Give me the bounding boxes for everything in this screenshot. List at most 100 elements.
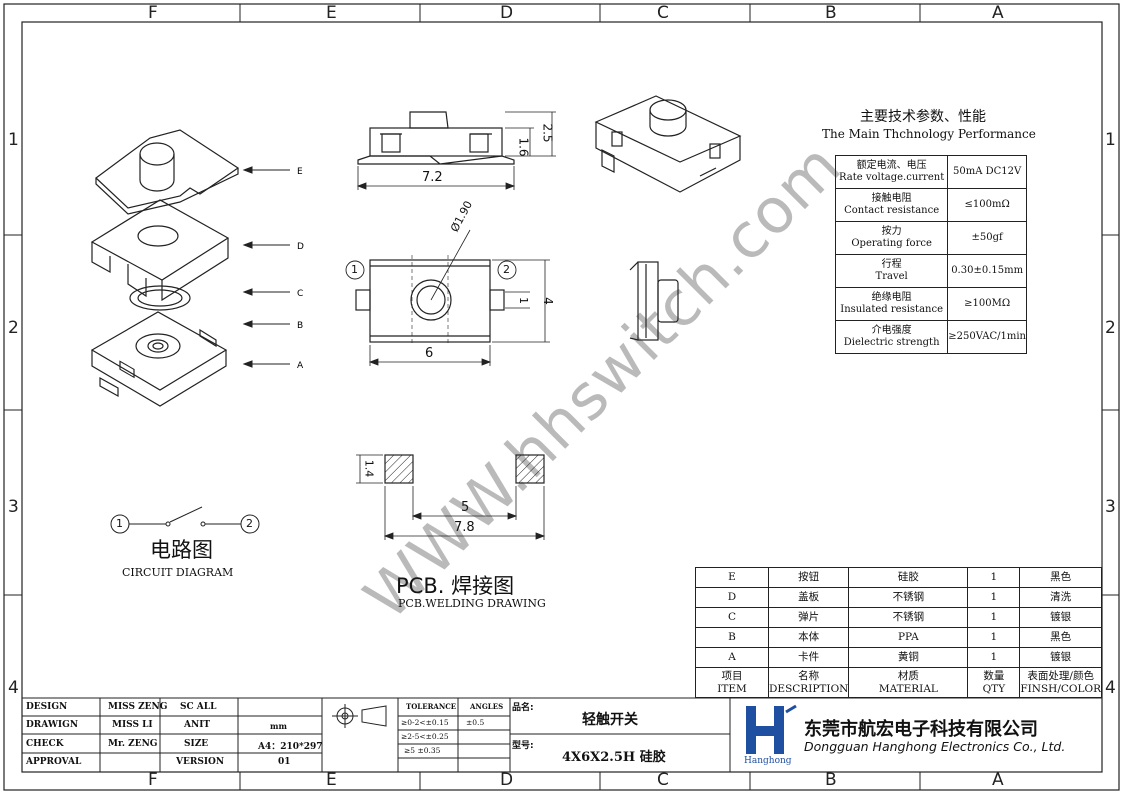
bom-header-name-en: DESCRIPTION: [768, 682, 849, 695]
tech-value: ±50gf: [947, 221, 1027, 255]
tb-name-label: 品名:: [512, 703, 534, 713]
zone-col-e-bottom: E: [326, 770, 337, 790]
pin-1-label: 1: [351, 263, 358, 276]
tb-ang-1: ±0.5: [466, 718, 485, 727]
tb-anit-label: ANIT: [184, 720, 211, 730]
tb-model-label: 型号:: [512, 741, 534, 751]
circuit-title-cn: 电路图: [150, 538, 213, 562]
tech-param-en: Insulated resistance: [840, 304, 943, 315]
tech-param-cn: 绝缘电阻: [871, 292, 912, 303]
bom-header-qty-cn: 数量: [983, 669, 1005, 682]
bom-finish: 清洗: [1019, 587, 1102, 608]
projection-symbol: [332, 704, 387, 728]
zone-col-d-bottom: D: [500, 770, 514, 790]
tech-title-cn: 主要技术参数、性能: [860, 109, 986, 125]
bom-header-finish-en: FINSH/COLOR: [1020, 682, 1101, 695]
circuit-title-en: CIRCUIT DIAGRAM: [122, 566, 234, 579]
pcb-dims: [356, 454, 546, 540]
tech-param-en: Rate voltage.current: [839, 172, 945, 183]
zone-col-c-top: C: [657, 3, 669, 23]
bom-name: 盖板: [767, 587, 850, 608]
side-view-dims: [356, 111, 556, 190]
dim-front-width: 6: [425, 346, 434, 361]
zone-col-c-bottom: C: [657, 770, 669, 790]
tb-drawing-by: MISS LI: [112, 720, 153, 730]
bom-header-name-cn: 名称: [798, 669, 820, 682]
company-name-cn: 东莞市航宏电子科技有限公司: [804, 719, 1038, 740]
zone-row-2-left: 2: [8, 318, 19, 338]
tb-tolerance-label: TOLERANCE: [406, 702, 457, 711]
tb-size-value: A4：210*297: [258, 742, 323, 752]
tb-angles-label: ANGLES: [470, 702, 504, 711]
tb-tol-2: ≥2-5<±0.25: [401, 732, 449, 741]
bom-header-qty-en: QTY: [982, 682, 1006, 695]
pin-2-label: 2: [503, 263, 510, 276]
tb-check-by: Mr. ZENG: [108, 739, 158, 749]
tb-tol-1: ≥0-2<±0.15: [401, 718, 449, 727]
circuit-pin-1: 1: [116, 517, 123, 530]
exploded-label-a: A: [297, 361, 304, 371]
tb-model-value: 4X6X2.5H 硅胶: [562, 750, 666, 765]
titleblock-frame: [21, 697, 1103, 773]
tech-param-cn: 按力: [881, 226, 902, 237]
bom-finish: 镀银: [1019, 647, 1102, 668]
bom-material: 硅胶: [848, 567, 969, 588]
tech-title-en: The Main Thchnology Performance: [822, 127, 1036, 141]
bom-material: 不锈钢: [848, 607, 969, 628]
dim-top-width: 7.2: [422, 170, 443, 185]
bom-item: D: [695, 587, 769, 608]
zone-col-e-top: E: [326, 3, 337, 23]
logo-text: Hanghong: [744, 756, 792, 766]
right-side-view: [629, 261, 679, 341]
tb-sc-all: SC ALL: [180, 702, 217, 712]
bom-name: 弹片: [767, 607, 850, 628]
zone-col-f-top: F: [148, 3, 158, 23]
dim-top-height: 2.5: [540, 123, 555, 143]
tb-design-by: MISS ZENG: [108, 702, 168, 712]
bom-material: 黄铜: [848, 647, 969, 668]
zone-row-3-right: 3: [1105, 497, 1116, 517]
zone-col-d-top: D: [500, 3, 514, 23]
tb-design-label: DESIGN: [26, 702, 68, 712]
dim-front-pin: 1: [517, 297, 530, 304]
tech-value: 50mA DC12V: [947, 155, 1027, 189]
tech-param-en: Operating force: [851, 238, 932, 249]
tb-size-label: SIZE: [184, 739, 209, 749]
pcb-title-cn: PCB. 焊接图: [396, 574, 515, 598]
zone-row-4-right: 4: [1105, 678, 1116, 698]
dim-top-body: 1.6: [516, 137, 531, 157]
side-view: [357, 111, 515, 165]
zone-row-1-left: 1: [8, 130, 19, 150]
zone-ticks: [4, 4, 1119, 790]
bom-material: PPA: [848, 627, 969, 648]
bom-item: A: [695, 647, 769, 668]
circuit-pin-2: 2: [246, 517, 253, 530]
pcb-title-en: PCB.WELDING DRAWING: [398, 597, 546, 610]
outer-frame: [3, 3, 1120, 791]
tech-value: ≥100MΩ: [947, 287, 1027, 321]
bom-qty: 1: [967, 567, 1021, 588]
tech-param-cn: 行程: [881, 259, 902, 270]
bom-header-item-en: ITEM: [717, 682, 747, 695]
bom-item: C: [695, 607, 769, 628]
zone-row-1-right: 1: [1105, 130, 1116, 150]
bom-name: 本体: [767, 627, 850, 648]
dim-pad-gap: 5: [461, 500, 470, 515]
bom-name: 按钮: [767, 567, 850, 588]
tb-version-value: 01: [278, 757, 291, 767]
exploded-letters: E D C B A: [297, 167, 304, 371]
exploded-label-c: C: [297, 289, 303, 299]
zone-col-a-top: A: [992, 3, 1004, 23]
